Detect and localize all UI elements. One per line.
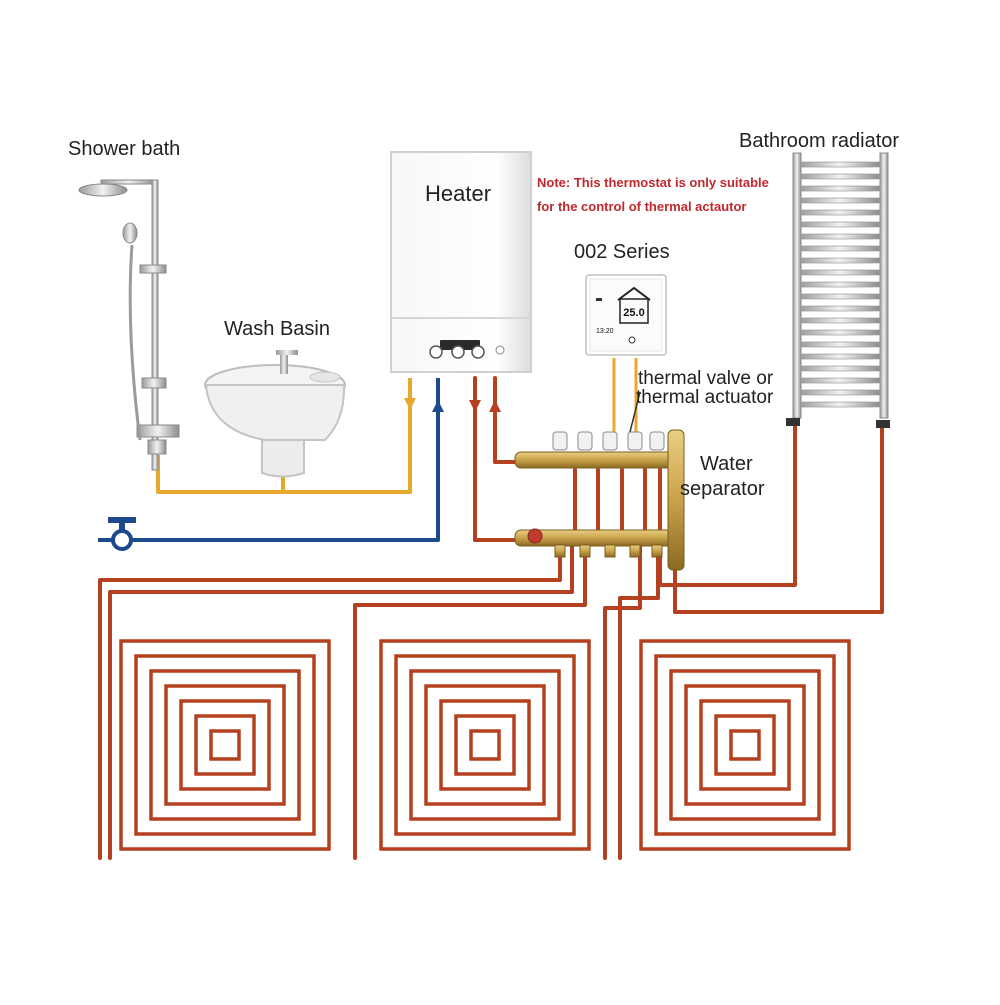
heater-icon bbox=[390, 151, 532, 373]
radiator-bar bbox=[799, 281, 881, 288]
radiator-icon bbox=[786, 152, 890, 428]
radiator-label: Bathroom radiator bbox=[739, 130, 900, 152]
manifold-outlet bbox=[651, 544, 663, 558]
valve-label-line-2: thermal actuator bbox=[636, 387, 774, 408]
floor-loop-ring bbox=[134, 654, 316, 836]
radiator-bar bbox=[799, 293, 881, 300]
actuator-cap bbox=[577, 431, 593, 451]
floor-loop-ring bbox=[729, 729, 761, 761]
radiator-bar bbox=[799, 341, 881, 348]
radiator-bar bbox=[799, 209, 881, 216]
floor-loop-ring bbox=[469, 729, 501, 761]
domestic-water-pipes bbox=[98, 358, 638, 542]
floor-loop-ring bbox=[209, 729, 241, 761]
floor-loop-ring bbox=[654, 654, 836, 836]
floor-loop-ring bbox=[439, 699, 531, 791]
radiator-bar bbox=[799, 401, 881, 408]
floor-loop-ring bbox=[669, 669, 821, 821]
floor-loop-ring bbox=[699, 699, 791, 791]
floor-loop-ring bbox=[149, 669, 301, 821]
floor-loop-ring bbox=[379, 639, 591, 851]
floor-loop-ring bbox=[639, 639, 851, 851]
actuator-cap bbox=[649, 431, 665, 451]
floor-loop-ring bbox=[119, 639, 331, 851]
radiator-bar bbox=[799, 269, 881, 276]
leader-line bbox=[629, 391, 641, 433]
note-line-2: for the control of thermal actautor bbox=[537, 199, 747, 214]
arrow-up-icon bbox=[489, 400, 501, 412]
valve-label-line-1: thermal valve or bbox=[638, 368, 774, 389]
floor-loop-ring bbox=[179, 699, 271, 791]
wash-basin-icon bbox=[204, 350, 346, 478]
shower-label: Shower bath bbox=[68, 138, 181, 160]
manifold-outlet bbox=[629, 544, 641, 558]
radiator-bar bbox=[799, 161, 881, 168]
arrow-down-icon bbox=[404, 398, 416, 410]
floor-loop-ring bbox=[164, 684, 286, 806]
floor-loop-ring bbox=[394, 654, 576, 836]
arrow-down-icon bbox=[469, 400, 481, 412]
actuator-cap bbox=[552, 431, 568, 451]
note-line-1: Note: This thermostat is only suitable bbox=[537, 175, 769, 190]
radiator-bar bbox=[799, 257, 881, 264]
manifold-outlet bbox=[554, 544, 566, 558]
loop-feed-right bbox=[603, 543, 642, 860]
radiator-bar bbox=[799, 377, 881, 384]
radiator-bar bbox=[799, 305, 881, 312]
radiator-bar bbox=[799, 353, 881, 360]
radiator-bar bbox=[799, 389, 881, 396]
loop-feed-middle bbox=[353, 543, 587, 860]
radiator-bar bbox=[799, 173, 881, 180]
shower-icon bbox=[78, 179, 180, 471]
floor-loop-ring bbox=[409, 669, 561, 821]
floor-loop-ring bbox=[454, 714, 516, 776]
radiator-bar bbox=[799, 365, 881, 372]
manifold-outlet bbox=[579, 544, 591, 558]
floor-loop-ring bbox=[684, 684, 806, 806]
radiator-bar bbox=[799, 185, 881, 192]
heater-flow-pipe bbox=[473, 376, 522, 542]
manifold-icon bbox=[514, 429, 685, 571]
radiator-bar bbox=[799, 221, 881, 228]
floor-loop-ring bbox=[714, 714, 776, 776]
actuator-cap bbox=[602, 431, 618, 451]
radiator-bar bbox=[799, 197, 881, 204]
loop-return-left bbox=[108, 543, 574, 860]
heater-return-pipe bbox=[493, 376, 522, 464]
thermostat-time: 13:20 bbox=[596, 328, 614, 335]
radiator-bar bbox=[799, 233, 881, 240]
radiator-bar bbox=[799, 329, 881, 336]
manifold-feed-pipes bbox=[98, 376, 884, 860]
faucet-icon bbox=[108, 517, 136, 551]
manifold-outlet bbox=[604, 544, 616, 558]
series-label: 002 Series bbox=[574, 241, 670, 263]
floor-heating-loops bbox=[119, 639, 851, 851]
water-separator-label-line-1: Water bbox=[700, 453, 753, 475]
actuator-cap bbox=[627, 431, 643, 451]
wash-basin-label: Wash Basin bbox=[224, 318, 330, 340]
heater-label: Heater bbox=[425, 181, 492, 206]
thermostat-icon: 25.0 13:20 bbox=[585, 274, 667, 356]
radiator-feed-pipe bbox=[658, 418, 797, 587]
radiator-bar bbox=[799, 245, 881, 252]
flow-arrows bbox=[404, 385, 501, 425]
cold-water-pipe bbox=[98, 378, 440, 542]
water-separator-label-line-2: separator bbox=[680, 478, 765, 500]
floor-loop-ring bbox=[424, 684, 546, 806]
loop-feed-left bbox=[98, 543, 562, 860]
radiator-bar bbox=[799, 317, 881, 324]
floor-loop-ring bbox=[194, 714, 256, 776]
thermostat-temperature: 25.0 bbox=[623, 307, 644, 319]
